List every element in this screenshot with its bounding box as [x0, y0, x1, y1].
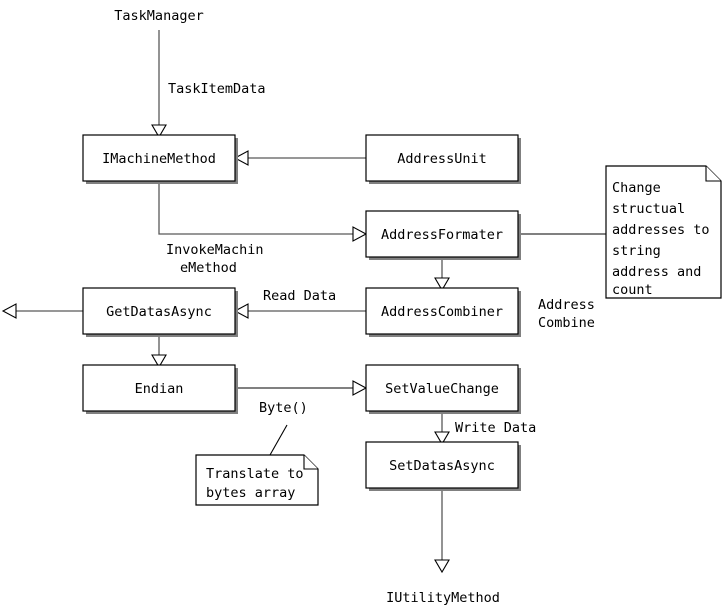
box-address-formater[interactable]: AddressFormater: [365, 210, 521, 260]
edge-label-address-combine-2: Combine: [538, 315, 595, 331]
note-change-addresses-line-1: Change: [612, 180, 661, 196]
box-address-combiner[interactable]: AddressCombiner: [365, 287, 521, 337]
note-change-addresses-line-2: structual: [612, 201, 685, 217]
note-translate-bytes-line-2: bytes array: [206, 485, 295, 501]
box-imachine-method[interactable]: IMachineMethod: [82, 134, 238, 184]
box-address-unit[interactable]: AddressUnit: [365, 134, 521, 184]
note-change-addresses-line-3: addresses to: [612, 222, 710, 238]
box-label-address-combiner: AddressCombiner: [381, 304, 503, 320]
edge-label-invoke-machine-1: InvokeMachin: [166, 242, 264, 258]
box-label-address-formater: AddressFormater: [381, 227, 503, 243]
edge-label-invoke-machine-2: eMethod: [180, 260, 237, 276]
note-change-addresses-line-5: address and: [612, 264, 701, 280]
note-change-addresses[interactable]: Change structual addresses to string add…: [605, 165, 722, 299]
terminal-label-task-manager: TaskManager: [114, 8, 203, 24]
conn-imachine-to-addressformater: [158, 181, 368, 242]
conn-setdatas-to-iutility: [434, 488, 450, 574]
conn-endian-to-setvaluechange: [235, 380, 368, 396]
conn-getdatas-to-endian: [151, 334, 167, 369]
box-label-get-datas-async: GetDatasAsync: [106, 304, 212, 320]
note-change-addresses-line-6: count: [612, 282, 653, 298]
conn-addressunit-to-imachine: [233, 150, 366, 166]
edge-label-byte-call: Byte(): [259, 400, 308, 416]
note-translate-bytes-line-1: Translate to: [206, 466, 304, 482]
conn-getdatas-to-out: [1, 303, 83, 319]
box-label-endian: Endian: [135, 381, 184, 397]
edge-label-address-combine-1: Address: [538, 297, 595, 313]
box-label-set-value-change: SetValueChange: [385, 381, 499, 397]
note-change-addresses-line-4: string: [612, 243, 661, 259]
conn-note-translate-leader: [269, 424, 288, 456]
box-endian[interactable]: Endian: [82, 364, 238, 414]
box-label-address-unit: AddressUnit: [397, 151, 486, 167]
edge-label-write-data: Write Data: [455, 420, 536, 436]
box-label-set-datas-async: SetDatasAsync: [389, 458, 495, 474]
box-set-datas-async[interactable]: SetDatasAsync: [365, 441, 521, 491]
box-label-imachine-method: IMachineMethod: [102, 151, 216, 167]
note-translate-bytes[interactable]: Translate to bytes array: [195, 454, 319, 506]
conn-addressformater-to-combiner: [434, 257, 450, 292]
conn-setvaluechange-to-setdatas: [434, 411, 450, 446]
box-get-datas-async[interactable]: GetDatasAsync: [82, 287, 238, 337]
edge-label-read-data: Read Data: [263, 288, 336, 304]
edge-label-task-item-data: TaskItemData: [168, 81, 266, 97]
conn-taskmanager-to-imachine: [151, 30, 167, 139]
terminal-label-iutility-method: IUtilityMethod: [386, 590, 500, 606]
box-set-value-change[interactable]: SetValueChange: [365, 364, 521, 414]
conn-combiner-to-getdatas: [233, 303, 366, 319]
